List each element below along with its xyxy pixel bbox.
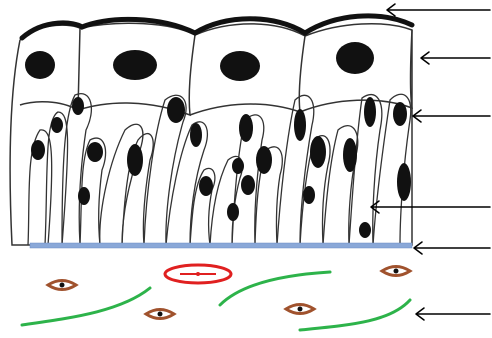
arrow-basal-cell bbox=[371, 201, 490, 213]
nucleus bbox=[199, 176, 213, 196]
nucleus bbox=[87, 142, 103, 162]
arrow-intermediate-cell bbox=[413, 110, 490, 122]
nucleus bbox=[336, 42, 374, 74]
fibroblast bbox=[48, 281, 76, 290]
arrow-umbrella-cell bbox=[421, 52, 490, 64]
arrow-basement-membrane bbox=[414, 242, 490, 254]
collagen-fibre bbox=[220, 272, 330, 305]
nucleus bbox=[232, 158, 244, 174]
capillary bbox=[165, 265, 231, 283]
nucleus bbox=[227, 203, 239, 221]
nucleus bbox=[190, 123, 202, 147]
nucleus bbox=[343, 138, 357, 172]
nucleus bbox=[72, 97, 84, 115]
nucleus bbox=[294, 109, 306, 141]
capillary-cell bbox=[196, 272, 200, 276]
nucleus bbox=[25, 51, 55, 79]
nucleus bbox=[393, 102, 407, 126]
fibroblast bbox=[286, 305, 314, 314]
nucleus bbox=[364, 97, 376, 127]
nucleus bbox=[241, 175, 255, 195]
nucleus bbox=[78, 187, 90, 205]
umbrella-nuclei bbox=[25, 42, 374, 81]
arrow-surface-coat bbox=[387, 4, 490, 16]
intermediate-nuclei bbox=[31, 97, 411, 238]
nucleus bbox=[397, 163, 411, 201]
basement-membrane bbox=[30, 243, 412, 248]
nucleus bbox=[31, 140, 45, 160]
nucleus bbox=[51, 117, 63, 133]
nucleus bbox=[220, 51, 260, 81]
nucleus bbox=[167, 97, 185, 123]
nucleus bbox=[303, 186, 315, 204]
fibroblast bbox=[382, 267, 410, 276]
nucleus bbox=[239, 114, 253, 142]
arrow-lamina-propria bbox=[416, 308, 490, 320]
fibroblast bbox=[146, 310, 174, 319]
nucleus bbox=[256, 146, 272, 174]
nucleus bbox=[310, 136, 326, 168]
nucleus bbox=[359, 222, 371, 238]
collagen-fibre bbox=[22, 288, 150, 325]
collagen-fibre bbox=[300, 300, 410, 330]
nucleus bbox=[127, 144, 143, 176]
nucleus bbox=[113, 50, 157, 80]
